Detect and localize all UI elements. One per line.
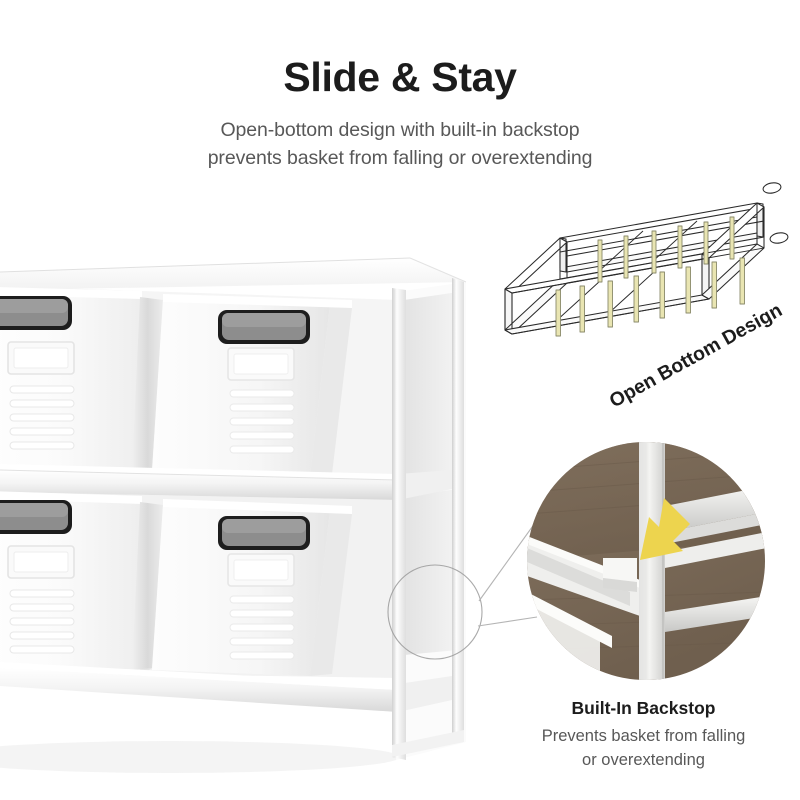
product-top-panel: [0, 250, 467, 290]
page-title: Slide & Stay: [283, 54, 517, 100]
diagram-label-group: Open Bottom Design: [606, 299, 786, 412]
basket-vents: [229, 389, 295, 454]
subtitle-line-2: prevents basket from falling or overexte…: [207, 147, 593, 169]
product-right-end-frame: [396, 282, 466, 760]
product-divider-lower: [132, 502, 163, 670]
basket-vents: [229, 595, 295, 660]
product-frame-posts: [392, 278, 464, 760]
product-divider-upper: [132, 297, 163, 472]
subtitle-line-1: Open-bottom design with built-in backsto…: [220, 119, 580, 141]
basket-label-plate: [7, 545, 75, 579]
wireframe-cross-members: [511, 220, 765, 335]
backstop-arrow-icon: [640, 498, 690, 560]
basket-handle: [218, 516, 310, 550]
basket-label-plate: [227, 347, 295, 381]
basket-label-plate: [227, 553, 295, 587]
basket-bottom-left: [0, 491, 152, 676]
basket-handle: [0, 500, 72, 534]
callout-line-2: or overextending: [582, 751, 705, 769]
callout-title: Built-In Backstop: [571, 698, 716, 718]
wireframe-yellow-posts: [555, 216, 745, 337]
product-bottom-rail: [0, 662, 452, 712]
open-bottom-wireframe-diagram: [504, 182, 789, 337]
wireframe-left-end: [504, 237, 568, 335]
backstop-callout-photo: [527, 442, 765, 680]
basket-top-left: [0, 287, 152, 478]
basket-handle: [0, 296, 72, 330]
basket-vents: [9, 589, 75, 654]
product-middle-shelf: [0, 464, 452, 500]
basket-label-plate: [7, 341, 75, 375]
wireframe-rear-frame: [559, 202, 765, 273]
basket-handle: [218, 310, 310, 344]
callout-line-1: Prevents basket from falling: [541, 727, 746, 745]
open-bottom-design-label: Open Bottom Design: [606, 299, 786, 412]
basket-vents: [9, 385, 75, 450]
basket-bottom-right: [152, 499, 352, 676]
product-photo: [0, 250, 541, 773]
basket-top-right: [152, 294, 352, 476]
wireframe-front-frame: [504, 253, 710, 335]
callout-connector-lines: [477, 515, 541, 627]
wireframe-right-end: [701, 182, 789, 300]
backstop-highlight-circle: [387, 564, 483, 660]
backstop-tab: [603, 558, 637, 592]
